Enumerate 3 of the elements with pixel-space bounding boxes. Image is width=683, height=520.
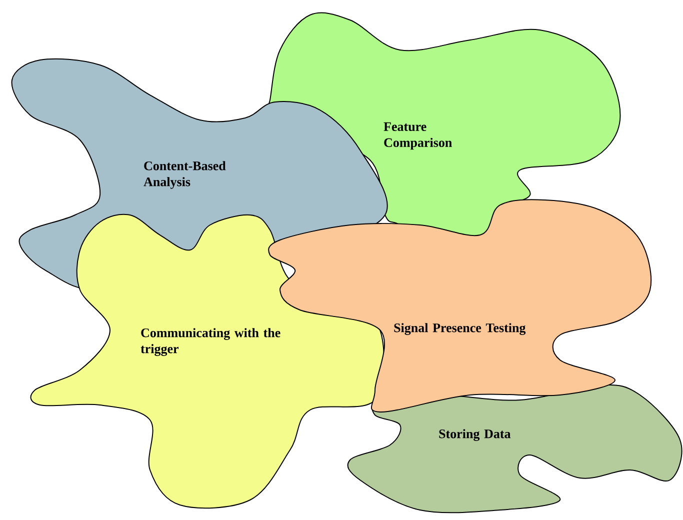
puzzle-piece: Feature Comparison <box>265 12 621 261</box>
puzzle-piece: Storing Data <box>347 384 682 514</box>
puzzle-piece: Communicating with the trigger <box>30 214 385 509</box>
